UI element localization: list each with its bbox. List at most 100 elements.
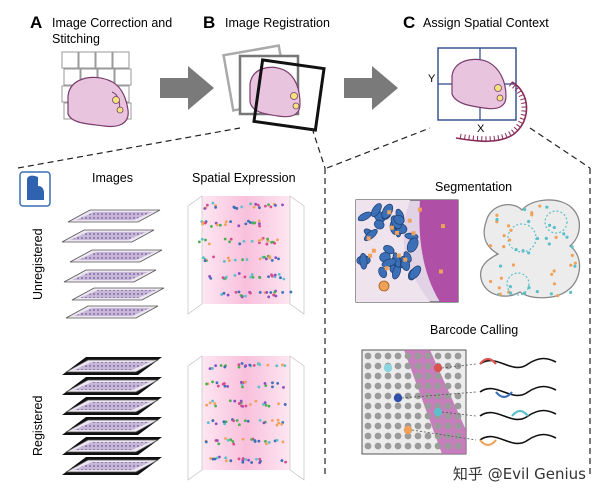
tissue-section-b [249, 66, 301, 118]
expression-point [246, 419, 250, 423]
orange-transcript [417, 207, 422, 212]
expression-point [211, 380, 214, 384]
ruler-tick [514, 86, 520, 92]
panel-c-letter: C [403, 13, 415, 32]
barcode-dot [374, 412, 382, 420]
expression-point [263, 382, 267, 385]
expression-point [234, 290, 238, 294]
barcode-dot [414, 382, 422, 390]
transcript-spot [549, 292, 553, 296]
barcode-dot [364, 382, 372, 390]
barcode-dot [444, 362, 452, 370]
expression-point [211, 419, 215, 423]
panel-a-title-line1: Image Correction and [52, 16, 172, 30]
barcode-dot [414, 412, 422, 420]
transcript-spot [522, 291, 527, 295]
barcode-waveform-highlight [479, 439, 497, 447]
nucleus [393, 214, 405, 225]
barcode-dot [454, 372, 462, 380]
unregistered-image-stack [61, 209, 165, 319]
expression-point [203, 207, 207, 210]
orange-transcript [384, 266, 389, 271]
barcode-dot [424, 422, 432, 430]
expression-point [237, 272, 241, 275]
stitch-tile [112, 51, 130, 69]
orange-transcript [389, 225, 394, 230]
expression-point [215, 223, 219, 227]
barcode-dot [384, 432, 392, 440]
expression-point [220, 293, 224, 296]
expression-point [269, 205, 273, 209]
ruler-tick [518, 94, 524, 98]
barcode-dot [444, 352, 452, 360]
stitch-tile [61, 51, 79, 69]
expression-point [223, 422, 227, 426]
transcript-spot [569, 263, 573, 267]
barcode-dot [404, 412, 412, 420]
registration-frame-dark [252, 58, 326, 132]
barcode-dot [454, 392, 462, 400]
expression-point [201, 221, 205, 224]
expression-point [209, 225, 213, 228]
tissue-image [72, 272, 148, 280]
barcode-dot [414, 432, 422, 440]
tissue-image [76, 212, 152, 220]
expression-point [274, 203, 277, 207]
barcode-dot [374, 382, 382, 390]
orange-transcript [407, 218, 412, 223]
expression-point [258, 276, 262, 279]
highlight-spot [378, 280, 390, 292]
expression-point [249, 275, 253, 279]
expression-point [232, 442, 236, 446]
expression-point [233, 258, 237, 262]
barcode-dot [374, 422, 382, 430]
expression-point [218, 223, 222, 227]
barcode-dot [364, 372, 372, 380]
barcode-dot [404, 432, 412, 440]
barcode-dot [434, 392, 442, 400]
transcript-spot [573, 264, 577, 268]
expression-point [215, 381, 219, 385]
axis-y-label: Y [428, 73, 436, 85]
expression-point [250, 273, 254, 276]
transcript-spot [495, 213, 499, 217]
barcode-dot [374, 372, 382, 380]
ruler-tick [464, 134, 466, 140]
transcript-spot [562, 232, 566, 236]
highlighted-barcode-spot [403, 425, 413, 435]
orange-transcript [411, 231, 416, 236]
nucleus [406, 237, 419, 253]
transcript-spot [544, 236, 548, 241]
expression-column [202, 356, 290, 470]
expression-point [243, 419, 247, 423]
axis-x-label: X [477, 123, 485, 135]
row-registered-label: Registered [31, 396, 45, 456]
ruler-tick [493, 135, 496, 141]
barcode-dot [374, 352, 382, 360]
barcode-dot [394, 352, 402, 360]
barcode-dot [404, 442, 412, 450]
barcode-dot [404, 372, 412, 380]
barcode-dot [414, 362, 422, 370]
expression-point [209, 276, 213, 280]
ruler-tick [509, 81, 513, 87]
highlighted-barcode-spot [433, 407, 443, 417]
expression-point [226, 438, 230, 442]
expression-point [258, 224, 261, 228]
expression-point [255, 457, 258, 461]
expression-point [282, 277, 286, 281]
transcript-spot [552, 225, 556, 230]
transcript-spot [502, 234, 506, 238]
barcode-dot [364, 352, 372, 360]
barcode-dot [444, 442, 452, 450]
cube-edge [187, 195, 203, 315]
expression-point [257, 219, 261, 223]
transcript-spot [570, 253, 574, 258]
orange-transcript [395, 230, 400, 235]
ruler-tick [518, 120, 523, 125]
barcode-dot [444, 372, 452, 380]
barcode-dot [414, 402, 422, 410]
barcode-leader-line [441, 411, 477, 417]
expression-point [248, 363, 252, 367]
expression-point [260, 237, 264, 241]
